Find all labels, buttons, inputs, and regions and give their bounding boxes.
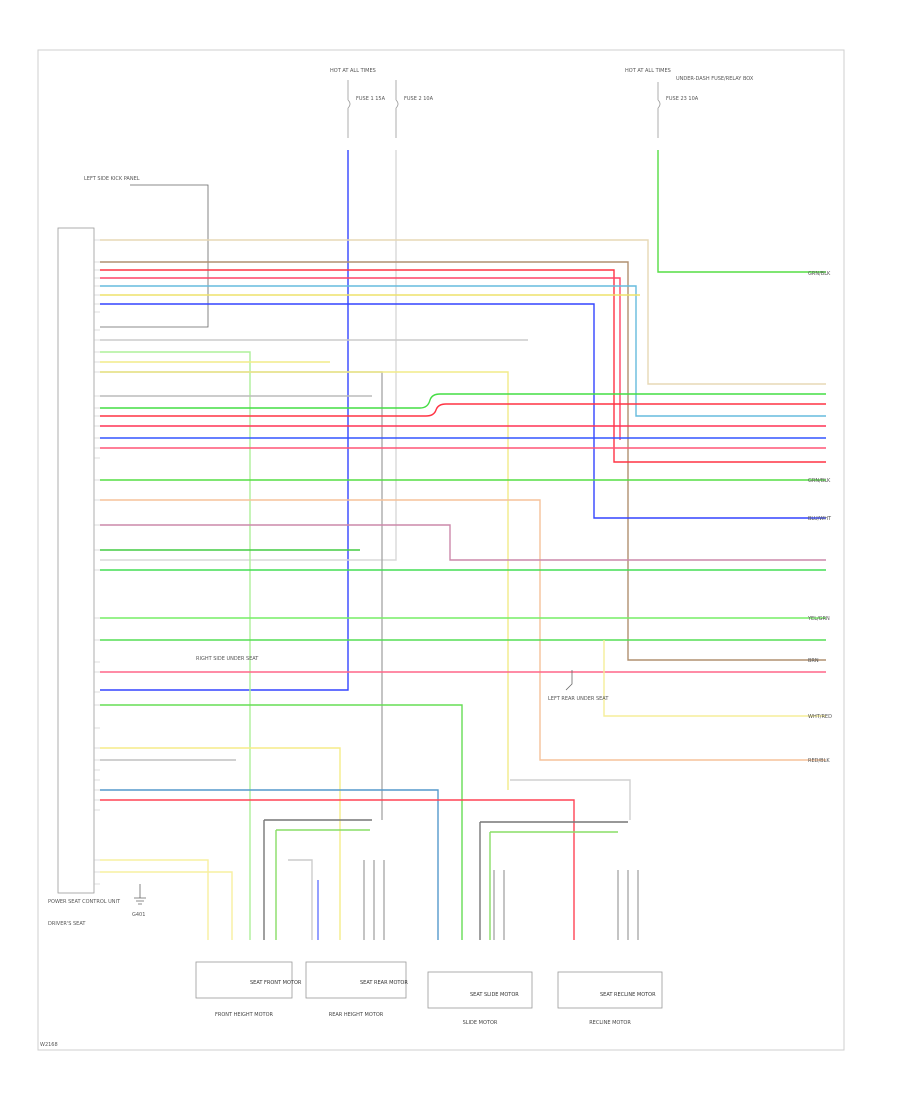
svg-text:BRN: BRN [808, 658, 819, 664]
motor-4-caption: RECLINE MOTOR [589, 1020, 631, 1026]
svg-text:GRN/BLK: GRN/BLK [808, 478, 831, 484]
fuse-right-label: FUSE 23 10A [666, 96, 699, 102]
ground-symbol [134, 884, 146, 905]
motor-3-label: SEAT SLIDE MOTOR [470, 992, 519, 998]
fuse-a-label: FUSE 1 15A [356, 96, 386, 102]
motor-1-label: SEAT FRONT MOTOR [250, 980, 302, 986]
motor-2-caption: REAR HEIGHT MOTOR [329, 1012, 384, 1018]
control-unit-connector [57, 227, 95, 894]
wire-blue-fuse [100, 150, 349, 691]
wire-red-2 [100, 277, 621, 440]
wire-lightgreen-1 [100, 351, 251, 940]
diagram-border [37, 49, 845, 1051]
svg-text:WHT/RED: WHT/RED [808, 714, 832, 720]
fuse-symbols [347, 80, 661, 138]
right-wire-tags: GRN/BLK GRN/BLK BLU/WHT YEL/GRN BRN WHT/… [807, 271, 832, 764]
wire-cyan-1 [100, 285, 826, 417]
wire-green-7 [100, 704, 463, 940]
wire-red-6 [100, 799, 575, 940]
motor-3-caption: SLIDE MOTOR [463, 1020, 498, 1026]
wire-green-fuse-right [657, 150, 826, 273]
connector-pin-ticks [94, 239, 100, 885]
svg-text:GRN/BLK: GRN/BLK [808, 271, 831, 277]
svg-text:BLU/WHT: BLU/WHT [808, 516, 832, 522]
wire-cyan-2 [100, 789, 439, 940]
motor-4: SEAT RECLINE MOTOR RECLINE MOTOR [557, 971, 663, 1026]
motor-2: SEAT REAR MOTOR REAR HEIGHT MOTOR [305, 961, 408, 1018]
svg-text:YEL/GRN: YEL/GRN [807, 616, 830, 622]
wire-gray-5 [510, 779, 631, 820]
wires [100, 150, 826, 940]
wire-yellow-6 [100, 859, 209, 940]
motor-harnesses [263, 819, 639, 940]
switch-symbol [565, 670, 573, 691]
wire-purple-1 [100, 524, 826, 561]
control-unit-label: POWER SEAT CONTROL UNIT [48, 899, 121, 905]
motor-3: SEAT SLIDE MOTOR SLIDE MOTOR [427, 971, 533, 1026]
top-left-wire [100, 184, 209, 328]
wire-yellow-7 [100, 871, 233, 940]
wire-tan-1 [100, 239, 826, 385]
wire-yellow-4 [603, 640, 826, 717]
wire-red-1 [100, 269, 826, 463]
motor-4-label: SEAT RECLINE MOTOR [600, 992, 656, 998]
wire-orange-1 [100, 499, 826, 761]
wire-green-2 [100, 393, 826, 409]
fuse-right-desc: UNDER-DASH FUSE/RELAY BOX [676, 76, 754, 82]
fuse-box-right-label: HOT AT ALL TIMES [625, 68, 671, 74]
motor-1-caption: FRONT HEIGHT MOTOR [215, 1012, 274, 1018]
top-left-connector-label: LEFT SIDE KICK PANEL [84, 176, 140, 182]
wire-brown-1 [100, 261, 826, 661]
wire-red-3 [100, 403, 826, 417]
svg-text:RED/BLK: RED/BLK [808, 758, 830, 764]
motor-1: SEAT FRONT MOTOR FRONT HEIGHT MOTOR [195, 961, 302, 1018]
control-unit-sub: DRIVER'S SEAT [48, 921, 86, 927]
motor-2-label: SEAT REAR MOTOR [360, 980, 408, 986]
wire-yellow-5 [100, 747, 341, 940]
wire-blue-2 [100, 303, 826, 519]
footer-code: W2168 [40, 1042, 58, 1048]
fuse-b-label: FUSE 2 10A [404, 96, 434, 102]
fuse-box-left-label: HOT AT ALL TIMES [330, 68, 376, 74]
wire-white-fuse [100, 150, 397, 561]
mid-connector-label: RIGHT SIDE UNDER SEAT [196, 656, 259, 662]
rear-connector-label: LEFT REAR UNDER SEAT [548, 696, 609, 702]
ground-label: G401 [132, 912, 145, 918]
wire-yellow-3 [100, 371, 509, 790]
